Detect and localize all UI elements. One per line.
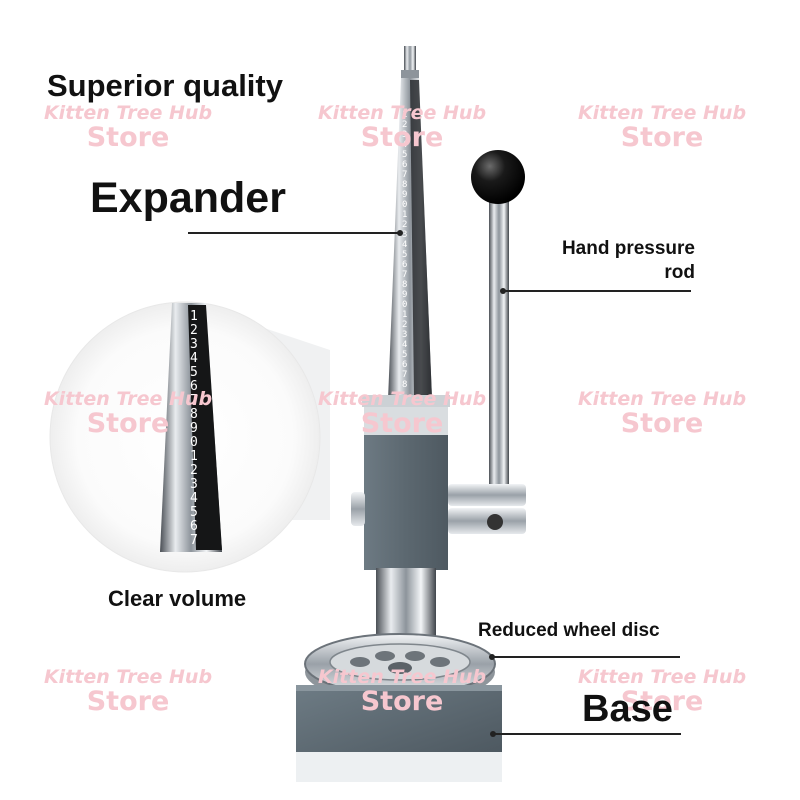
closeup-magnifier bbox=[49, 301, 330, 573]
expander-mandrel bbox=[388, 46, 432, 400]
leader-dot bbox=[490, 731, 496, 737]
clear-volume-label: Clear volume bbox=[108, 586, 247, 611]
headline: Superior quality bbox=[47, 68, 283, 103]
leader-dot bbox=[489, 654, 495, 660]
leader-dot bbox=[397, 230, 403, 236]
base-label: Base bbox=[582, 688, 673, 730]
leader-dot bbox=[500, 288, 506, 294]
base-leader-line bbox=[490, 731, 681, 737]
expander-leader-line bbox=[188, 230, 403, 236]
hand-rod-leader-line bbox=[500, 288, 691, 294]
reduced-wheel-disc-label: Reduced wheel disc bbox=[478, 620, 660, 641]
wheel-disc-leader-line bbox=[489, 654, 680, 660]
hand-pressure-rod bbox=[448, 150, 526, 534]
expander-label: Expander bbox=[90, 174, 286, 222]
closeup-scale-markings: 12345678901234567 bbox=[190, 309, 198, 548]
hand-pressure-rod-label: Hand pressure rod bbox=[561, 238, 695, 283]
press-body bbox=[351, 395, 450, 648]
press-base bbox=[296, 685, 502, 782]
mandrel-scale-markings: 1234567890123456789012345678 bbox=[402, 110, 408, 390]
